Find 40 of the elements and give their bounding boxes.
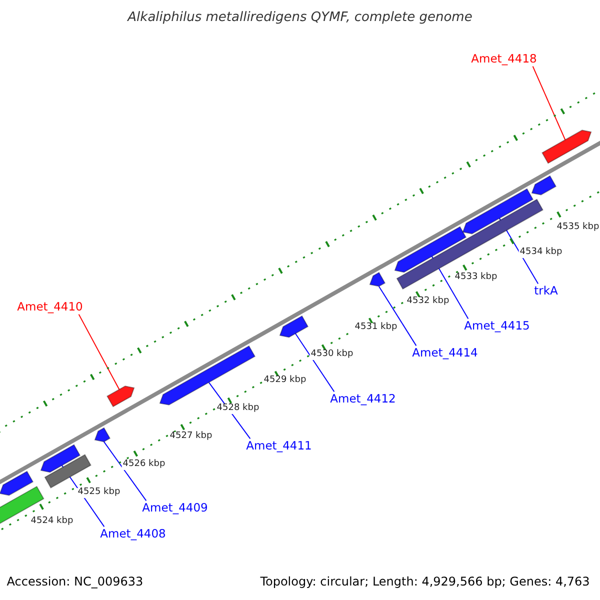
gene-label: Amet_4414	[412, 346, 478, 360]
scale-label: 4530 kbp	[310, 350, 354, 360]
gene-feature	[462, 188, 534, 234]
scale-label: 4528 kbp	[216, 404, 260, 414]
scale-label: 4526 kbp	[122, 460, 166, 470]
scale-label: 4529 kbp	[262, 376, 308, 386]
scale-label: 4525 kbp	[76, 488, 122, 498]
gene-label: Amet_4409	[142, 502, 208, 514]
scale-label: 4532 kbp	[406, 297, 450, 307]
gene-label: Amet_4411	[246, 440, 312, 452]
gene-feature	[40, 444, 81, 473]
gene-feature	[369, 272, 386, 287]
gene-feature	[106, 386, 135, 408]
gene-label: Amet_4418	[471, 52, 537, 66]
gene-feature	[542, 130, 592, 164]
gene-label: Amet_4408	[100, 528, 166, 540]
gene-feature	[0, 470, 34, 496]
leader-line	[294, 333, 335, 392]
gene-label: Amet_4412	[330, 392, 396, 406]
footer-info-text: Accession: NC_009633	[6, 575, 144, 589]
leader-line	[78, 314, 120, 390]
gene-label: Amet_4410	[17, 300, 83, 314]
leader-line	[378, 286, 417, 346]
leader-line	[532, 66, 566, 140]
scale-label: 4524 kbp	[30, 517, 74, 527]
scale-label: 4527 kbp	[168, 432, 214, 442]
gene-label: Amet_4415	[464, 320, 530, 332]
scale-label: 4533 kbp	[454, 273, 498, 283]
gene-feature	[279, 315, 309, 338]
gene-feature	[394, 226, 467, 273]
footer-info-text: Topology: circular; Length: 4,929,566 bp; Genes: 4,763	[260, 575, 590, 589]
gene-bar	[44, 454, 92, 488]
gene-feature	[531, 175, 557, 196]
leader-line	[103, 441, 147, 502]
scale-label: 4534 kbp	[518, 248, 564, 258]
scale-label: 4531 kbp	[354, 323, 398, 333]
gene-label: trkA	[534, 284, 558, 298]
scale-label: 4535 kbp	[556, 223, 600, 233]
gene-feature	[94, 427, 111, 442]
map-title: Alkaliphilus metalliredigens QYMF, complete genome	[128, 10, 472, 26]
